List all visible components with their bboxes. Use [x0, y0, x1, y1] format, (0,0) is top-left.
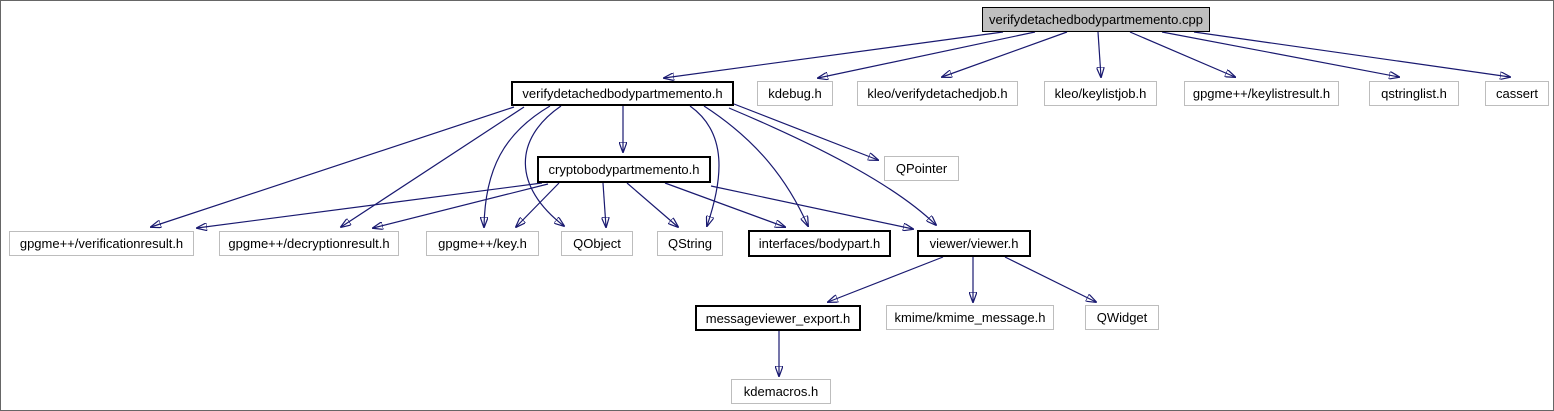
- edge-cpp-to-keylistjob: [1098, 31, 1101, 77]
- node-qstring: QString: [657, 231, 723, 256]
- node-verifydetachedbodypartmemento-h[interactable]: verifydetachedbodypartmemento.h: [511, 81, 734, 106]
- edge-cpp-to-verifydetachedjob: [942, 31, 1068, 77]
- edge-vdbpm-h-to-qobject: [524, 105, 564, 226]
- node-verifydetachedbodypartmemento-cpp: verifydetachedbodypartmemento.cpp: [982, 7, 1210, 32]
- node-messageviewer-export-h[interactable]: messageviewer_export.h: [695, 305, 861, 331]
- node-qobject: QObject: [561, 231, 633, 256]
- node-kleo-verifydetachedjob-h: kleo/verifydetachedjob.h: [857, 81, 1018, 106]
- edge-crypto-to-bodypart: [664, 182, 785, 227]
- edge-crypto-to-qstring: [626, 182, 678, 227]
- edge-crypto-to-verification: [197, 182, 543, 228]
- edge-vdbpm-h-to-key: [484, 105, 551, 227]
- edge-cpp-to-vdbpm-h: [664, 31, 1004, 78]
- node-gpgme-keylistresult-h: gpgme++/keylistresult.h: [1184, 81, 1339, 106]
- node-kmime-kmime-message-h: kmime/kmime_message.h: [886, 305, 1054, 330]
- edge-crypto-to-qobject: [603, 182, 606, 227]
- edge-crypto-to-key: [516, 182, 560, 227]
- edge-crypto-to-decryption: [373, 183, 549, 228]
- node-kdebug-h: kdebug.h: [757, 81, 833, 106]
- edge-crypto-to-viewer: [710, 185, 913, 229]
- edge-vdbpm-h-to-qpointer: [733, 103, 878, 160]
- node-gpgme-decryptionresult-h: gpgme++/decryptionresult.h: [219, 231, 399, 256]
- node-cryptobodypartmemento-h[interactable]: cryptobodypartmemento.h: [537, 156, 711, 183]
- node-gpgme-key-h: gpgme++/key.h: [426, 231, 539, 256]
- edge-vdbpm-h-to-bodypart: [703, 105, 808, 226]
- edge-viewer-to-qwidget: [1004, 256, 1096, 302]
- node-qstringlist-h: qstringlist.h: [1369, 81, 1459, 106]
- edge-vdbpm-h-to-decryption: [341, 106, 525, 227]
- node-qwidget: QWidget: [1085, 305, 1159, 330]
- edge-cpp-to-cassert: [1193, 31, 1510, 77]
- node-kdemacros-h: kdemacros.h: [731, 379, 831, 404]
- node-kleo-keylistjob-h: kleo/keylistjob.h: [1044, 81, 1157, 106]
- node-viewer-viewer-h[interactable]: viewer/viewer.h: [917, 230, 1031, 257]
- node-interfaces-bodypart-h[interactable]: interfaces/bodypart.h: [748, 230, 891, 257]
- node-qpointer: QPointer: [884, 156, 959, 181]
- edge-vdbpm-h-to-viewer: [728, 107, 936, 225]
- edge-viewer-to-mv-export: [828, 256, 944, 302]
- edge-cpp-to-qstringlist: [1161, 31, 1399, 77]
- node-cassert: cassert: [1485, 81, 1549, 106]
- edge-vdbpm-h-to-qstring: [689, 105, 720, 226]
- edge-vdbpm-h-to-verification: [151, 106, 515, 227]
- edge-cpp-to-keylistresult: [1129, 31, 1235, 77]
- node-gpgme-verificationresult-h: gpgme++/verificationresult.h: [9, 231, 194, 256]
- edge-cpp-to-kdebug: [818, 31, 1036, 78]
